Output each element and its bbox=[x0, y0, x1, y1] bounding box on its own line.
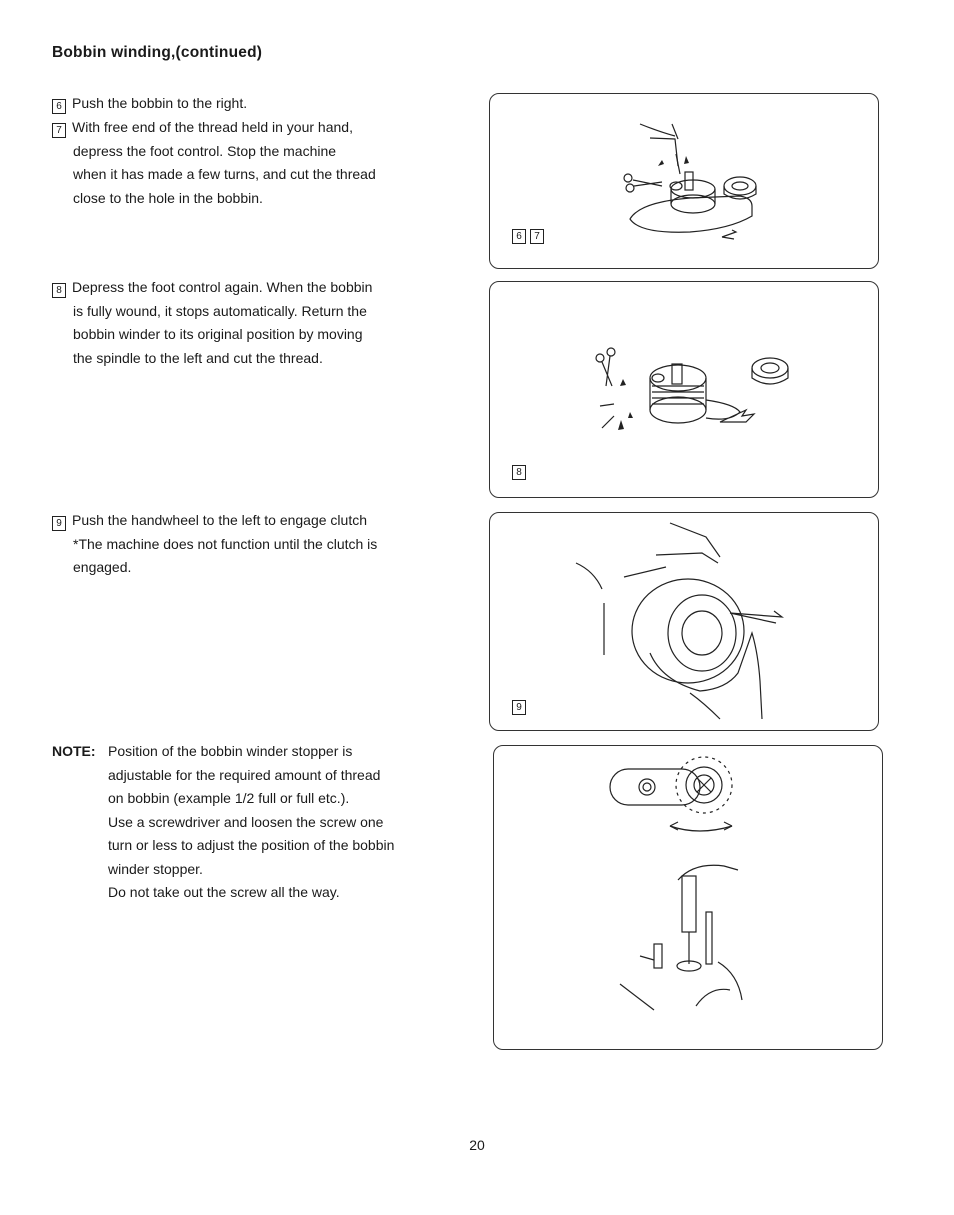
panel-label-8: 8 bbox=[512, 465, 530, 480]
note-label: NOTE: bbox=[52, 743, 96, 759]
note-line-6: winder stopper. bbox=[108, 860, 203, 877]
step-7-line-3: when it has made a few turns, and cut th… bbox=[73, 166, 376, 182]
illustration-panel-8: 8 bbox=[489, 281, 879, 498]
step-8-line-4: the spindle to the left and cut the thre… bbox=[73, 349, 323, 366]
page-number: 20 bbox=[469, 1137, 485, 1153]
note-line-1: Position of the bobbin winder stopper is bbox=[108, 743, 353, 759]
stopper-screwdriver-illustration bbox=[609, 756, 743, 1011]
step-number-9: 9 bbox=[52, 516, 66, 531]
note-line-5: turn or less to adjust the position of t… bbox=[108, 837, 395, 853]
handwheel-clutch-illustration bbox=[575, 522, 785, 720]
step-8-line-1: Depress the foot control again. When the… bbox=[72, 279, 373, 295]
step-7-line-2: depress the foot control. Stop the machi… bbox=[73, 142, 337, 159]
note-line-2: adjustable for the required amount of th… bbox=[108, 766, 381, 783]
illustration-panel-stopper bbox=[493, 745, 883, 1050]
note-line-3: on bobbin (example 1/2 full or full etc.… bbox=[108, 790, 350, 806]
note-line-7: Do not take out the screw all the way. bbox=[108, 884, 340, 900]
step-number-6: 6 bbox=[52, 99, 66, 114]
note-line-4: Use a screwdriver and loosen the screw o… bbox=[108, 813, 384, 830]
step-7-line-1: With free end of the thread held in your… bbox=[72, 119, 353, 135]
bobbin-cut-thread-illustration bbox=[623, 123, 757, 240]
step-8-line-3: bobbin winder to its original position b… bbox=[73, 326, 363, 342]
step-9-line-2: *The machine does not function until the… bbox=[73, 535, 378, 552]
panel-label-9: 9 bbox=[512, 700, 530, 715]
step-9: 9 Push the handwheel to the left to engag… bbox=[52, 509, 432, 580]
step-6: 6 Push the bobbin to the right. bbox=[52, 92, 432, 116]
step-number-7: 7 bbox=[52, 123, 66, 138]
panel-number-8: 8 bbox=[512, 465, 526, 480]
bobbin-full-illustration bbox=[595, 347, 789, 430]
step-9-line-3: engaged. bbox=[73, 559, 132, 575]
panel-number-6: 6 bbox=[512, 229, 526, 244]
step-6-line-1: Push the bobbin to the right. bbox=[72, 95, 248, 111]
illustration-panel-9: 9 bbox=[489, 512, 879, 731]
panel-number-9: 9 bbox=[512, 700, 526, 715]
step-number-8: 8 bbox=[52, 283, 66, 298]
step-8-line-2: is fully wound, it stops automatically. … bbox=[73, 302, 367, 319]
step-9-line-1: Push the handwheel to the left to engage… bbox=[72, 512, 367, 528]
step-7-line-4: close to the hole in the bobbin. bbox=[73, 189, 263, 206]
page-heading: Bobbin winding,(continued) bbox=[52, 44, 263, 61]
step-8: 8 Depress the foot control again. When th… bbox=[52, 276, 432, 370]
panel-number-7: 7 bbox=[530, 229, 544, 244]
step-7: 7 With free end of the thread held in you… bbox=[52, 116, 432, 210]
note-block: NOTE: Position of the bobbin winder stopp… bbox=[52, 740, 394, 905]
